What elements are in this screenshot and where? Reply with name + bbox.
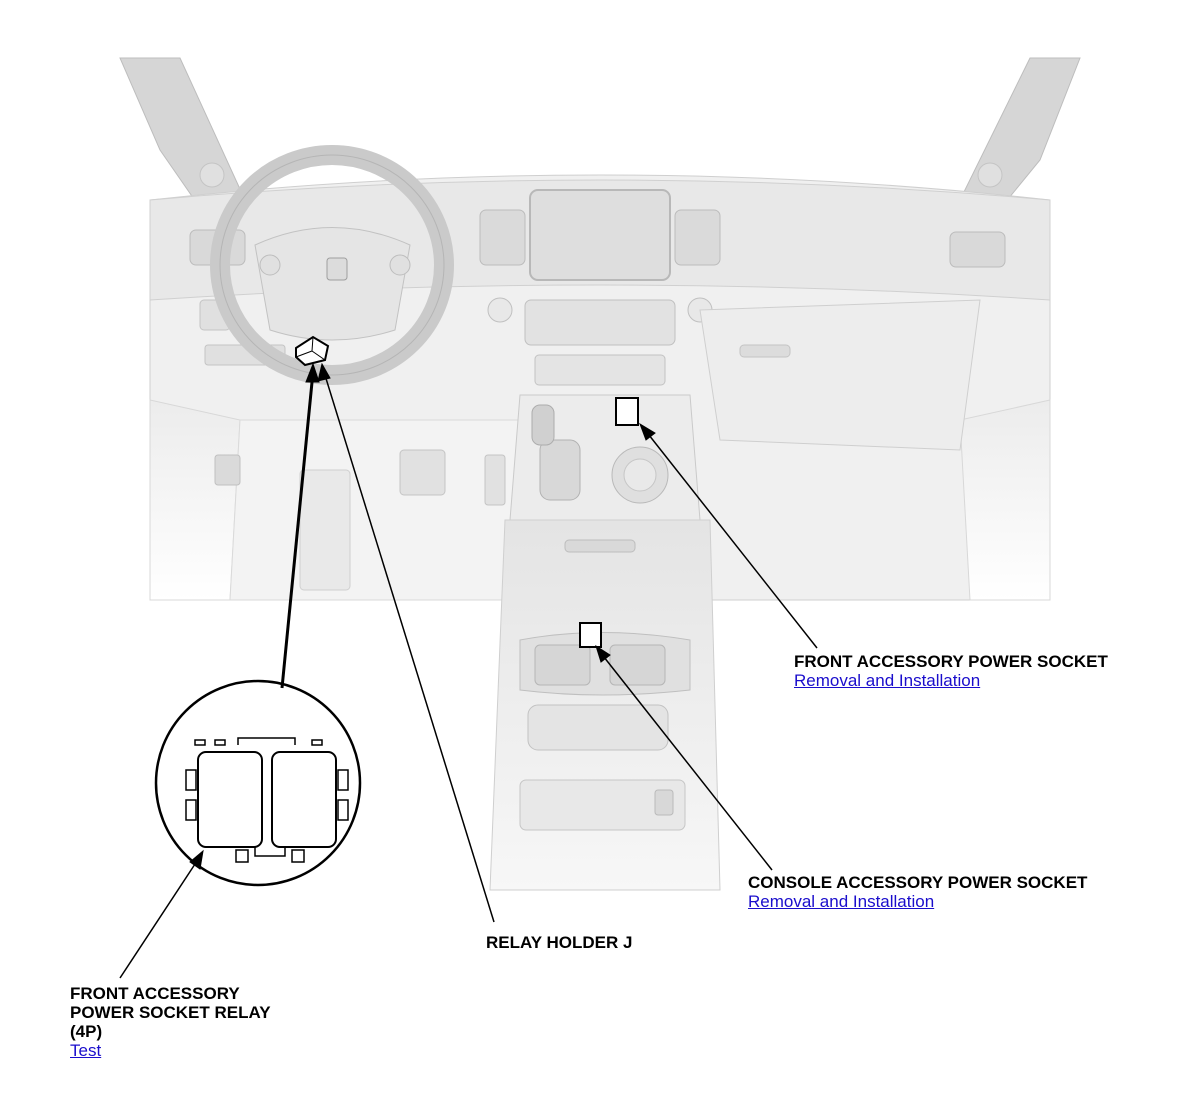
front-socket-title: FRONT ACCESSORY POWER SOCKET [794,652,1108,671]
relay-cavity-left [197,751,263,848]
infotainment-screen [529,189,671,281]
relay-holder-marker [295,335,330,367]
relay-callout: FRONT ACCESSORY POWER SOCKET RELAY (4P) … [70,984,271,1060]
front-socket-callout: FRONT ACCESSORY POWER SOCKET Removal and… [794,652,1108,690]
right-a-pillar [959,57,1081,216]
relay-holder-leader [323,371,495,923]
relay-title: FRONT ACCESSORY POWER SOCKET RELAY (4P) [70,984,271,1041]
console-socket-callout: CONSOLE ACCESSORY POWER SOCKET Removal a… [748,873,1087,911]
relay-magnified-view [154,679,362,887]
relay-leader [119,857,200,979]
right-vent [949,231,1006,268]
console-socket-removal-link[interactable]: Removal and Installation [748,892,935,911]
relay-holder-callout: RELAY HOLDER J [486,933,632,952]
leader-lines [119,362,818,979]
accelerator-pedal [484,454,506,506]
relay-holder-title: RELAY HOLDER J [486,933,633,952]
magnify-connector-line [280,371,315,689]
center-console [489,394,721,891]
left-a-pillar [119,57,246,216]
rear-vent-right [609,644,666,686]
front-socket-marker [615,397,639,426]
front-socket-removal-link[interactable]: Removal and Installation [794,671,981,690]
steering-logo [326,257,348,281]
front-socket-leader [644,429,818,649]
relay-cavity-right [271,751,337,848]
console-socket-title: CONSOLE ACCESSORY POWER SOCKET [748,873,1088,892]
steering-wheel [210,145,454,385]
brake-pedal [399,449,446,496]
rear-vent-left [534,644,591,686]
climate-panel [524,299,676,346]
relay-test-link[interactable]: Test [70,1041,102,1060]
center-left-vent [479,209,526,266]
a-pillars [119,57,1081,216]
shift-lever [539,439,581,501]
console-socket-marker [579,622,602,648]
console-socket-leader [599,651,773,871]
glove-box [699,299,981,451]
center-right-vent [674,209,721,266]
